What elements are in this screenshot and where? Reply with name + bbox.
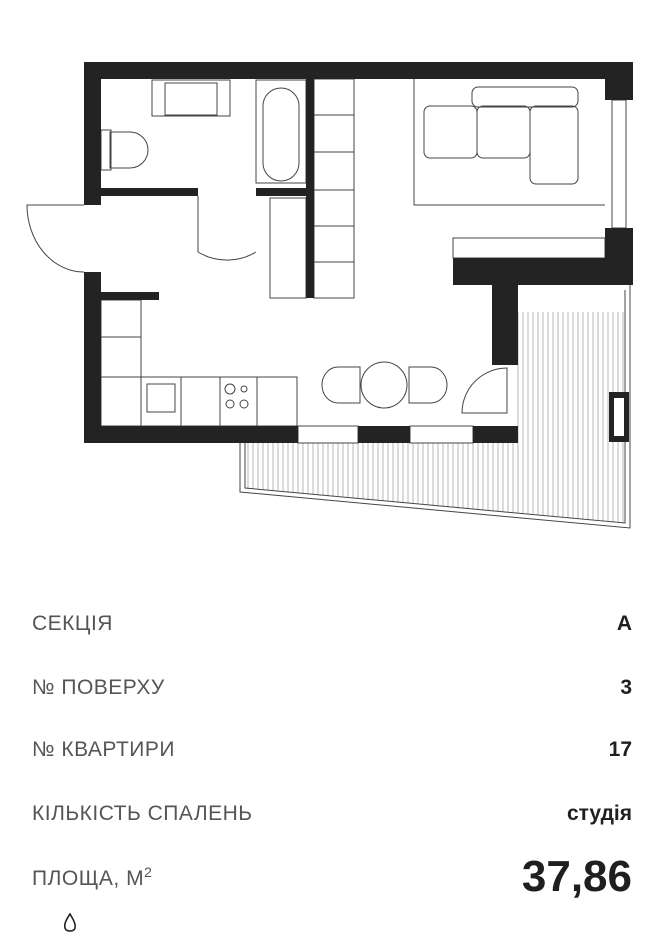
balcony [247,312,624,523]
section-value: A [616,612,632,635]
detail-section: СЕКЦІЯ A [32,612,632,636]
apartment-label: № КВАРТИРИ [32,738,175,761]
walls [84,62,633,443]
detail-area: ПЛОЩА, М2 37,86 [32,852,632,902]
apartment-value: 17 [608,738,632,761]
detail-floor: № ПОВЕРХУ 3 [32,676,632,700]
section-label: СЕКЦІЯ [32,612,113,635]
detail-apartment: № КВАРТИРИ 17 [32,738,632,762]
location-pin-icon [63,912,76,932]
area-value: 37,86 [521,852,632,901]
floor-value: 3 [620,676,632,699]
bedrooms-label: КІЛЬКІСТЬ СПАЛЕНЬ [32,802,253,825]
area-label: ПЛОЩА, М2 [32,863,153,890]
floor-label: № ПОВЕРХУ [32,676,165,699]
detail-bedrooms: КІЛЬКІСТЬ СПАЛЕНЬ студія [32,802,632,826]
bedrooms-value: студія [566,802,632,825]
floor-plan [26,62,633,529]
